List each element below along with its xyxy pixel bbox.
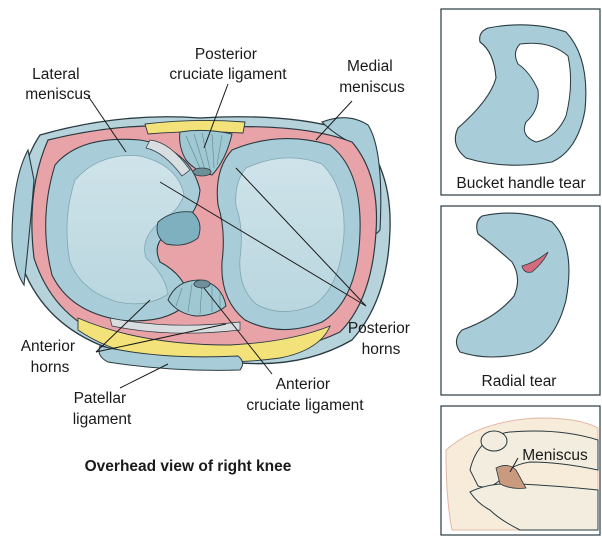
knee-cross-section: [12, 117, 390, 371]
label-sagittal-meniscus: Meniscus: [522, 447, 588, 464]
view-title: Overhead view of right knee: [85, 458, 292, 475]
label-medial-meniscus: Medial meniscus: [339, 58, 405, 96]
acl-insertion: [194, 280, 210, 288]
panel-radial-tear: Radial tear: [441, 206, 600, 395]
label-anterior-horns: Anterior horns: [21, 338, 80, 376]
label-patellar-ligament: Patellar ligament: [73, 390, 132, 428]
label-anterior-cruciate-ligament: Anterior cruciate ligament: [246, 376, 364, 414]
label-posterior-cruciate-ligament: Posterior cruciate ligament: [169, 46, 287, 83]
panel-bucket-handle-tear: Bucket handle tear: [441, 9, 600, 195]
caption-radial-tear: Radial tear: [482, 373, 557, 390]
pcl-insertion: [193, 168, 211, 176]
medial-tibial-surface: [236, 158, 344, 312]
label-lateral-meniscus: Lateral meniscus: [25, 66, 91, 103]
patella: [481, 431, 507, 451]
panel-sagittal-meniscus: Meniscus: [441, 406, 600, 535]
label-posterior-horns: Posterior horns: [348, 320, 414, 358]
caption-bucket-handle-tear: Bucket handle tear: [456, 175, 585, 192]
